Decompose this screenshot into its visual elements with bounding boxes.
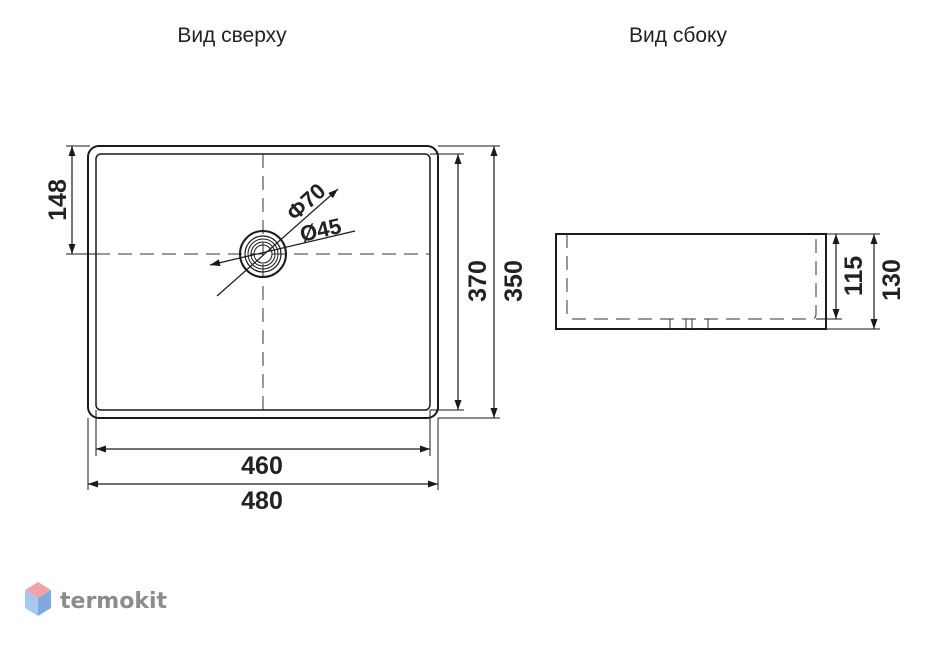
side-outer-outline [555, 233, 827, 330]
drain-hole [239, 230, 287, 278]
outer-diameter-leader [216, 188, 339, 297]
basin-outer-outline [87, 145, 439, 419]
side-view-title: Вид сбоку [629, 24, 727, 47]
brand-logo: termokit [25, 582, 167, 616]
top-view: Ф70 Ø45 148 370 350 460 480 [44, 145, 528, 515]
basin-inner-outline [95, 153, 431, 411]
brand-name: termokit [60, 589, 167, 614]
inner-depth-label: 370 [464, 260, 492, 302]
inner-width-label: 460 [241, 452, 283, 480]
cube-icon [25, 582, 51, 616]
side-inner-wall [566, 234, 817, 320]
outer-depth-label: 350 [500, 260, 528, 302]
side-view: 115 130 [555, 233, 906, 330]
drain-offset-label: 148 [44, 179, 72, 221]
inner-diameter-leader [209, 230, 356, 267]
inner-height-label: 115 [840, 256, 868, 296]
top-view-title: Вид сверху [177, 24, 287, 47]
outer-width-label: 480 [241, 487, 283, 515]
outer-height-label: 130 [878, 259, 906, 301]
